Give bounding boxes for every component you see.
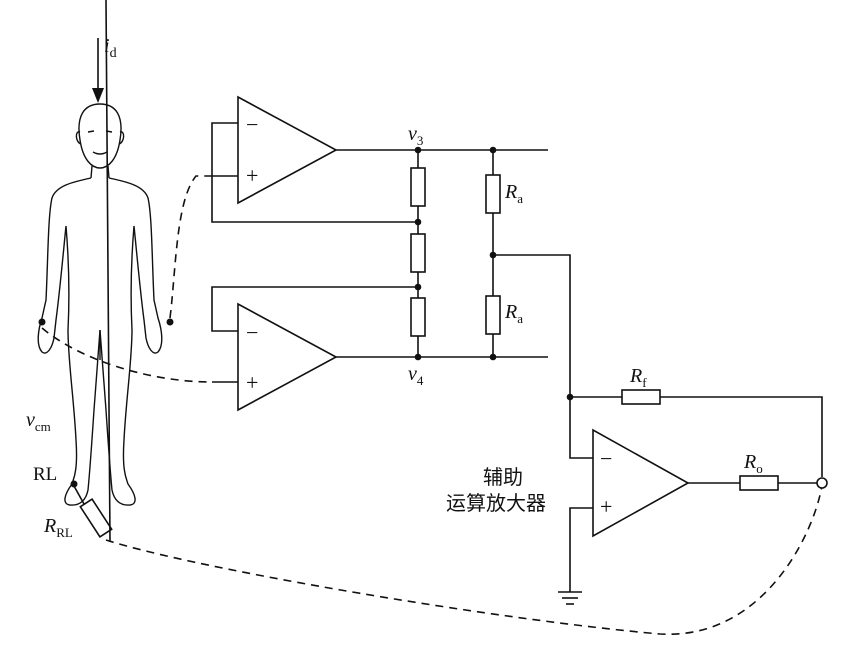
rf-label: Rf	[629, 365, 647, 390]
v4-label: v4	[408, 363, 424, 388]
opamp-aux-minus: −	[600, 446, 612, 471]
ground-symbol	[558, 591, 582, 605]
right-wrist-electrode	[38, 318, 46, 326]
resistor-chain-1	[410, 167, 426, 207]
rrl-label: RRL	[43, 515, 73, 540]
opamp-top-minus: −	[246, 112, 258, 137]
aux-amp-label-line1: 辅助	[483, 465, 523, 489]
resistor-chain-3	[410, 297, 426, 337]
opamp-bottom-feedback	[211, 286, 418, 332]
ra-bottom-label: Ra	[504, 301, 523, 326]
rrl-resistor	[79, 497, 113, 539]
ro-label: Ro	[743, 451, 763, 476]
output-terminal	[816, 477, 828, 489]
rrl-wire-bottom	[105, 0, 111, 543]
right-leg-electrode	[70, 480, 78, 488]
lead-right-leg-drive	[105, 485, 823, 635]
ra-resistor-bottom	[485, 295, 501, 335]
rf-feedback-wire	[660, 396, 823, 477]
opamp-top-plus: +	[246, 163, 258, 188]
rl-label: RL	[33, 464, 57, 485]
lead-left-arm	[169, 175, 212, 319]
aux-plus-to-ground	[569, 507, 593, 592]
ra-top-label: Ra	[504, 181, 523, 206]
opamp-bottom-minus: −	[246, 320, 258, 345]
v3-label: v3	[408, 123, 423, 148]
common-mode-sense-wire	[493, 254, 593, 459]
current-arrow	[92, 38, 104, 103]
opamp-top-feedback	[211, 122, 418, 223]
opamp-aux-plus: +	[600, 494, 612, 519]
ra-resistor-top	[485, 174, 501, 214]
left-wrist-electrode	[166, 318, 174, 326]
resistor-chain-2	[410, 233, 426, 273]
vcm-label: vcm	[26, 409, 51, 434]
lead-right-arm	[41, 327, 213, 383]
opamp-bottom: − +	[237, 302, 338, 412]
opamp-top: − +	[237, 95, 338, 205]
ro-resistor	[739, 475, 779, 491]
rrl-wire-top	[73, 485, 85, 505]
rf-resistor	[621, 389, 661, 405]
human-body-figure	[37, 103, 163, 506]
opamp-bottom-plus: +	[246, 370, 258, 395]
aux-amp-label-line2: 运算放大器	[446, 491, 546, 515]
opamp-auxiliary: − +	[592, 428, 690, 538]
